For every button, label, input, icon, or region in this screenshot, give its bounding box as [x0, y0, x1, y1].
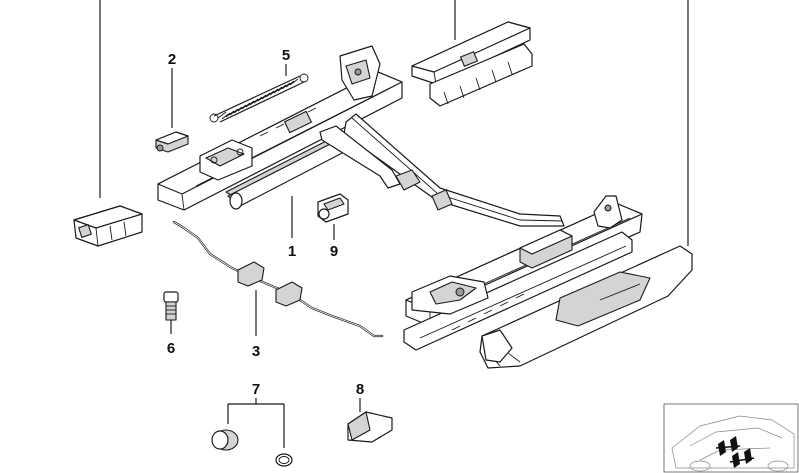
left-slide-cover	[73, 205, 143, 247]
top-leaders	[99, 0, 689, 246]
upper-rail-cover	[411, 21, 533, 107]
callout-2: 2	[168, 51, 176, 68]
callout-5: 5	[282, 47, 290, 64]
right-side-trim	[479, 245, 693, 369]
part-3-cable	[172, 220, 384, 338]
callout-9: 9	[330, 243, 338, 260]
callout-7: 7	[252, 381, 260, 398]
callout-labels: 2 5 1 9 6 3 7 8	[167, 47, 364, 398]
part-8-clip	[347, 398, 393, 443]
callout-6: 6	[167, 340, 175, 357]
part-7-bush-ring	[211, 398, 293, 467]
vehicle-inset	[663, 403, 799, 473]
callout-1: 1	[288, 243, 296, 260]
seat-location-marks	[715, 436, 755, 468]
part-6-bolt	[163, 291, 179, 334]
callout-3: 3	[252, 343, 260, 360]
part-5-spring	[209, 64, 309, 123]
callout-8: 8	[356, 381, 364, 398]
part-2-clip	[155, 68, 189, 153]
seat-frame-assembly	[157, 45, 643, 351]
part-9-clip	[317, 193, 349, 240]
